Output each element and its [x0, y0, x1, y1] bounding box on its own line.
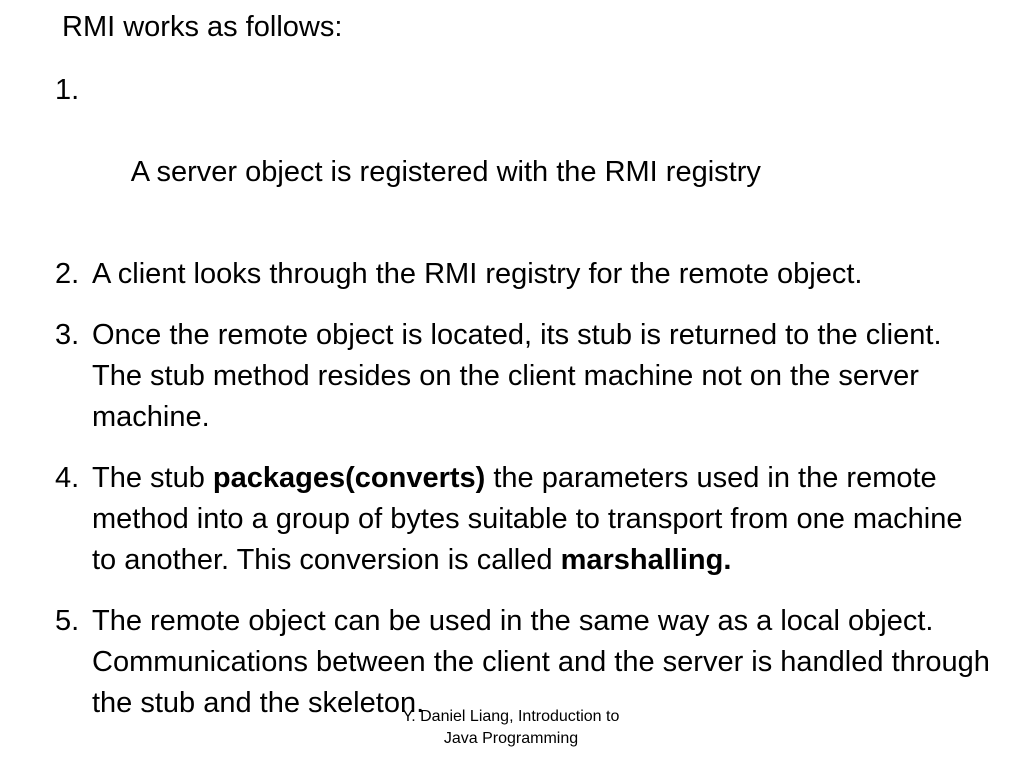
item-text: A client looks through the RMI registry … [92, 258, 863, 290]
item-text-part: The stub [92, 462, 213, 494]
list-item: 4. The stub packages(converts) the param… [55, 458, 990, 581]
item-bold-term: marshalling. [560, 544, 732, 576]
item-number: 1. [55, 74, 80, 106]
item-bold-term: packages(converts) [212, 462, 486, 494]
slide-footer: Y. Daniel Liang, Introduction to Java Pr… [340, 706, 682, 750]
footer-line: Y. Daniel Liang, Introduction to [402, 708, 620, 725]
item-number: 4. [55, 462, 80, 494]
slide-heading: RMI works as follows: [62, 11, 343, 43]
item-text: Once the remote object is located, its s… [92, 319, 942, 433]
list-item: 2. A client looks through the RMI regist… [55, 254, 990, 295]
steps-list: 1. A server object is registered with th… [55, 70, 990, 744]
item-text-part: the parameters used in the remote method… [92, 462, 971, 576]
item-text: A server object is registered with the R… [124, 156, 761, 188]
list-item: 1. A server object is registered with th… [55, 70, 990, 234]
list-item: 3. Once the remote object is located, it… [55, 315, 990, 438]
item-number: 3. [55, 319, 80, 351]
list-item: 5. The remote object can be used in the … [55, 601, 990, 724]
item-text: The remote object can be used in the sam… [92, 605, 990, 719]
item-number: 5. [55, 605, 80, 637]
item-number: 2. [55, 258, 80, 290]
footer-line: Java Programming [443, 730, 579, 747]
